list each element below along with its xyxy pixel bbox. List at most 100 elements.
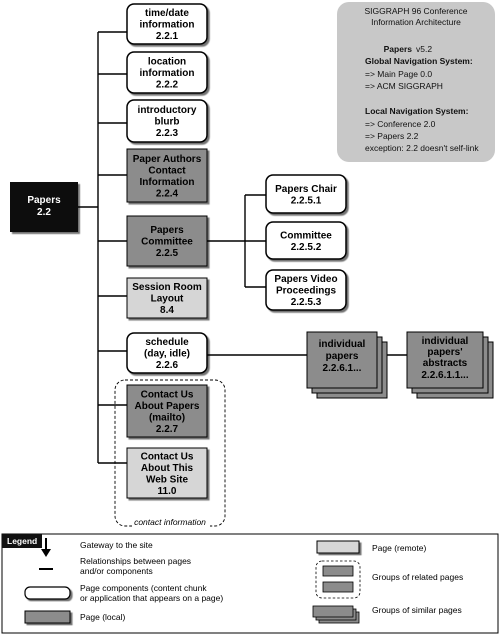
papers-video-proceedings-label: Papers Video [274,274,337,285]
time-date-information-id: 2.2.1 [156,31,179,42]
legend-title: Legend [7,536,37,546]
info-local-1: => Conference 2.0 [365,119,436,129]
contact-us-about-papers-label: About Papers [134,401,199,412]
legend-remote: Page (remote) [372,543,426,553]
info-local-heading: Local Navigation System: [365,106,469,116]
legend-similar: Groups of similar pages [372,605,462,615]
contact-information-group: contact information [114,379,226,528]
root-label: Papers [27,195,61,206]
introductory-blurb-box [126,99,208,143]
time-date-information-label: time/date [145,8,189,19]
paper-authors-contact-information-label: Information [140,177,195,188]
contact-us-about-papers-box [126,384,208,438]
local-page-swatch [24,610,71,624]
abstracts-stack-id: 2.2.6.1.1... [421,370,468,381]
info-global-2: => ACM SIGGRAPH [365,81,443,91]
schedule-day-idle-label: schedule [145,337,189,348]
contact-us-about-this-web-site-label: Web Site [146,474,188,485]
session-room-layout-label: Session Room [132,282,202,293]
papers-video-proceedings-label: Proceedings [276,286,336,297]
introductory-blurb-label: introductory [138,105,197,116]
papers-committee-label: Papers [150,225,184,236]
location-information-label: location [148,57,186,68]
schedule-day-idle-id: 2.2.6 [156,360,179,371]
session-room-layout-id: 8.4 [160,305,174,316]
info-local-2: => Papers 2.2 [365,131,419,141]
papers-committee-label: Committee [141,237,193,248]
contact-us-about-this-web-site-label: Contact Us [141,451,194,462]
legend-relationships-2: and/or components [80,566,153,576]
info-exception: exception: 2.2 doesn't self-link [365,143,479,153]
location-information-id: 2.2.2 [156,80,179,91]
info-line-1: SIGGRAPH 96 Conference [365,6,468,16]
legend-related: Groups of related pages [372,572,463,582]
abstracts-stack-line-3: abstracts [423,358,468,369]
contact-us-about-papers-label: (mailto) [149,412,185,423]
introductory-blurb-label: blurb [155,117,180,128]
introductory-blurb-id: 2.2.3 [156,128,179,139]
individual-papers-stack: individual papers 2.2.6.1... [306,331,388,399]
info-global-heading: Global Navigation System: [365,56,473,66]
gateway-arrow-icon [41,538,51,557]
session-room-layout-box [126,277,208,319]
related-pages-swatch [315,560,361,599]
info-global-1: => Main Page 0.0 [365,69,432,79]
papers-committee-box [126,215,208,267]
schedule-day-idle-box [126,332,208,374]
contact-us-about-papers-id: 2.2.7 [156,424,179,435]
info-version: v5.2 [416,44,432,54]
legend-gateway: Gateway to the site [80,540,153,550]
committee-child-nodes: Papers Chair2.2.5.1Committee2.2.5.2Paper… [265,174,347,311]
location-information-label: information [140,68,195,79]
papers-stack-line-2: papers [326,351,359,362]
info-title: Papers [384,44,413,54]
session-room-layout-label: Layout [151,294,184,305]
group-caption: contact information [134,517,206,527]
component-swatch [24,586,71,600]
schedule-day-idle-node: schedule(day, idle)2.2.6 [126,332,208,374]
legend: Legend Gateway to the site Relationships… [1,533,499,634]
legend-components-1: Page components (content chunk [80,583,207,593]
legend-components-2: or application that appears on a page) [80,593,223,603]
papers-chair-box [265,174,347,214]
paper-authors-contact-information-label: Paper Authors [133,154,202,165]
papers-committee-id: 2.2.5 [156,248,179,259]
similar-pages-swatch [312,605,360,624]
info-line-2: Information Architecture [371,17,461,27]
papers-stack-id: 2.2.6.1... [323,363,362,374]
info-box: SIGGRAPH 96 Conference Information Archi… [337,2,495,162]
contact-us-about-papers-label: Contact Us [141,389,194,400]
papers-chair-label: Papers Chair [275,184,337,195]
time-date-information-box [126,3,208,45]
committee-id: 2.2.5.2 [291,242,322,253]
committee-box [265,221,347,260]
legend-local: Page (local) [80,612,126,622]
schedule-day-idle-label: (day, idle) [144,349,190,360]
papers-chair-id: 2.2.5.1 [291,195,322,206]
individual-abstracts-stack: individual papers' abstracts 2.2.6.1.1..… [406,331,494,399]
remote-page-swatch [316,540,360,554]
papers-video-proceedings-box [265,269,347,311]
abstracts-stack-line-2: papers' [427,347,462,358]
paper-authors-contact-information-label: Contact [148,165,186,176]
contact-us-about-this-web-site-box [126,447,208,499]
relationship-lines [78,31,407,464]
root-papers-node: Papers 2.2 [10,182,78,232]
location-information-box [126,51,208,94]
root-id: 2.2 [37,207,51,218]
contact-us-about-this-web-site-id: 11.0 [158,486,177,497]
paper-authors-contact-information-box [126,148,208,203]
paper-authors-contact-information-id: 2.2.4 [156,188,179,199]
main-nodes: time/dateinformation2.2.1locationinforma… [126,3,208,499]
papers-stack-line-1: individual [319,339,366,350]
